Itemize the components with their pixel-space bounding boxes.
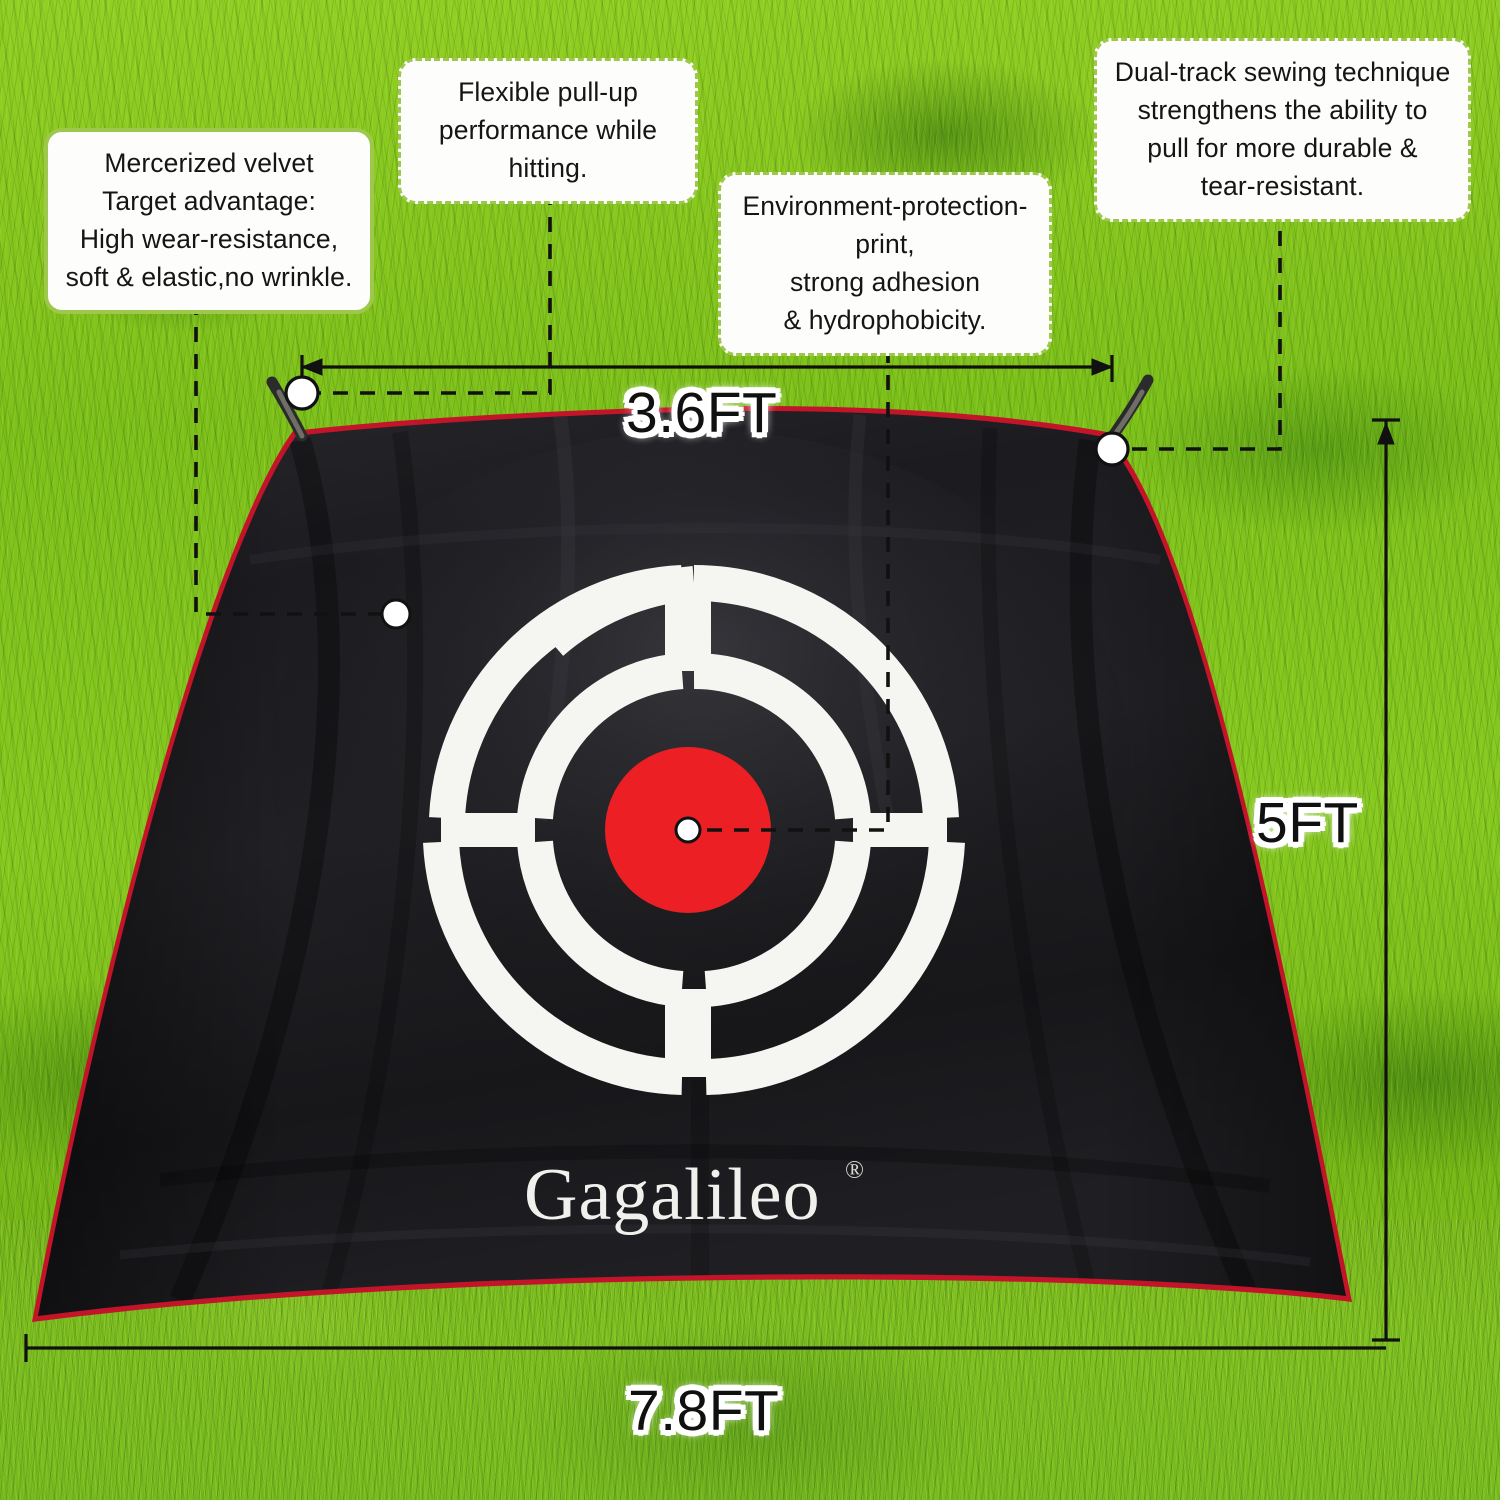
callout-line: High wear-resistance, [79, 223, 339, 254]
anchor-dot-left-hook-icon [284, 375, 320, 411]
anchor-dot-bullseye-icon [674, 816, 702, 844]
arrow-left-icon [300, 358, 323, 376]
dimension-label-top-width: 3.6FT [626, 381, 778, 445]
callout-line: tear-resistant. [1200, 170, 1365, 201]
arrow-up-icon [1377, 421, 1395, 445]
dimension-line-right [1372, 418, 1400, 1342]
target-ring-inner-arcs [517, 652, 871, 1007]
callout-line: & hydrophobicity. [783, 304, 987, 335]
dimension-label-right-height: 5FT [1256, 791, 1359, 855]
dimension-label-bottom-width: 7.8FT [628, 1379, 780, 1443]
callout-line: performance while hitting. [438, 114, 658, 183]
leader-line-pullup [302, 190, 552, 395]
anchor-dot-right-hook-icon [1094, 431, 1130, 467]
callout-line: Mercerized velvet [104, 148, 314, 178]
callout-line: Dual-track sewing technique [1114, 57, 1451, 87]
callout-line: pull for more durable & [1147, 132, 1418, 163]
leader-line-sewing [1112, 204, 1282, 451]
callout-flexible-pullup[interactable]: Flexible pull-up performance while hitti… [398, 58, 698, 204]
dimension-line-bottom [24, 1334, 1386, 1362]
callout-line: Target advantage: [102, 185, 316, 216]
bullseye-target-graphic [423, 564, 965, 1095]
svg-text:®: ® [845, 1157, 864, 1184]
callout-line: strong adhesion [789, 266, 981, 297]
target-ring-outer-arcs [423, 564, 965, 1095]
anchor-dot-fabric-icon [380, 598, 412, 630]
callout-mercerized-velvet[interactable]: Mercerized velvet Target advantage: High… [44, 128, 374, 314]
callout-line: Environment-protection-print, [742, 191, 1028, 259]
callout-line: soft & elastic,no wrinkle. [65, 261, 353, 292]
callout-line: Flexible pull-up [458, 77, 638, 107]
callout-dual-track-sewing[interactable]: Dual-track sewing technique strengthens … [1094, 38, 1471, 222]
bungee-hook-left-icon [266, 376, 308, 442]
brand-logo-group: Gagalileo ® [524, 1154, 864, 1236]
svg-text:Gagalileo: Gagalileo [524, 1154, 821, 1236]
arrow-right-icon [1091, 358, 1114, 376]
callout-line: strengthens the ability to [1137, 94, 1428, 125]
target-crosshair-spokes [441, 583, 947, 1077]
callout-environment-print[interactable]: Environment-protection-print, strong adh… [718, 172, 1052, 356]
